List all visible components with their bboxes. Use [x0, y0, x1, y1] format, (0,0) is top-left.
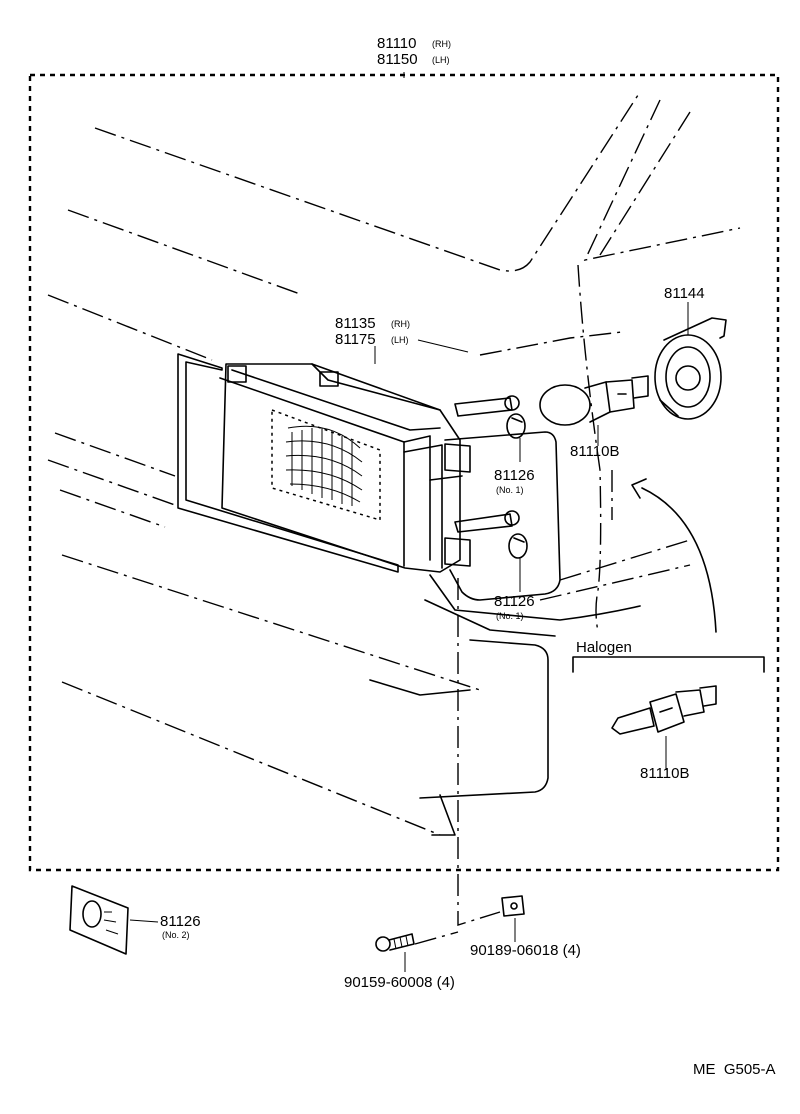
- mounting-frame: [177, 353, 561, 601]
- label-assembly-lh-side: (LH): [432, 55, 450, 65]
- label-retainer-1b: 81126: [494, 593, 535, 610]
- bumper-outline: [369, 574, 641, 836]
- label-assembly-rh-side: (RH): [432, 39, 451, 49]
- label-assembly-rh: 81110: [377, 35, 417, 52]
- part-labels: 81110 (RH) 81150 (LH) 81135 (RH) 81175 (…: [160, 35, 776, 1078]
- bulb-icon: [539, 375, 649, 426]
- label-screw: 90159-60008 (4): [344, 974, 455, 991]
- label-retainer-1a-note: (No. 1): [496, 485, 524, 495]
- diagram-code: ME G505-A: [693, 1061, 776, 1078]
- lens-grille: [285, 425, 363, 506]
- leader-lines: [129, 72, 689, 972]
- halogen-bracket: [572, 656, 765, 673]
- adjust-screw-upper: [454, 395, 520, 417]
- label-nut: 90189-06018 (4): [470, 942, 581, 959]
- label-unit-lh-side: (LH): [391, 335, 409, 345]
- retainer-no1-upper: [506, 413, 526, 439]
- label-halogen-bulb: 81110B: [640, 765, 690, 782]
- label-assembly-lh: 81150: [377, 51, 418, 68]
- headlamp-unit-icon: [219, 363, 471, 573]
- socket-icon: [654, 317, 727, 420]
- label-halogen-header: Halogen: [576, 639, 632, 656]
- label-retainer-1b-note: (No. 1): [496, 611, 524, 621]
- car-body-outline: [47, 91, 741, 836]
- halogen-bulb-icon: [611, 685, 717, 735]
- label-unit-rh: 81135: [335, 315, 376, 332]
- label-unit-rh-side: (RH): [391, 319, 410, 329]
- retainer-no1-lower: [508, 533, 528, 559]
- label-unit-lh: 81175: [335, 331, 376, 348]
- label-bulb: 81110B: [570, 443, 620, 460]
- label-plate-note: (No. 2): [162, 930, 190, 940]
- label-plate-icon: [69, 885, 129, 955]
- install-arrow: [631, 478, 717, 633]
- label-plate: 81126: [160, 913, 201, 930]
- adjust-screw-lower: [454, 510, 520, 533]
- nut-icon: [501, 895, 525, 917]
- label-socket: 81144: [664, 285, 705, 302]
- label-retainer-1a: 81126: [494, 467, 535, 484]
- assembly-boundary: [28, 73, 780, 872]
- screw-icon: [375, 933, 415, 952]
